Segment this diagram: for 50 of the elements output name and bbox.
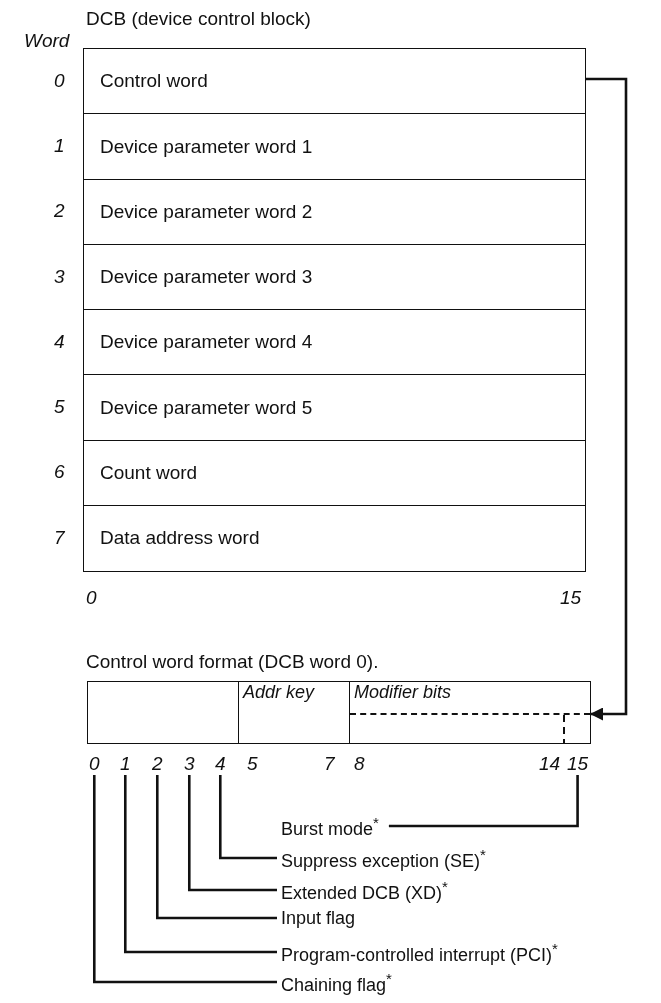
bit-number: 15 xyxy=(560,587,582,609)
flag-label: Burst mode$^{*}$ xyxy=(277,812,389,840)
bit-number: 0 xyxy=(86,587,97,609)
bit-number: 4 xyxy=(215,753,226,775)
word-number: 5 xyxy=(54,396,65,418)
word-heading: Word xyxy=(24,30,70,52)
format-heading: Control word format (DCB word 0). xyxy=(86,651,379,673)
flag-label: Extended DCB (XD)$^{*}$ xyxy=(277,876,458,904)
leader-line xyxy=(124,775,277,954)
flag-label: Chaining flag$^{*}$ xyxy=(277,968,402,996)
bit-number: 15 xyxy=(567,753,589,775)
word-number: 1 xyxy=(54,135,65,157)
field-name: Modifier bits xyxy=(354,682,452,703)
leader-line xyxy=(388,775,579,828)
leader-line xyxy=(188,775,277,892)
word-number: 0 xyxy=(54,70,65,92)
bit-field xyxy=(238,681,351,744)
leader-line xyxy=(93,775,277,984)
bit-number: 1 xyxy=(120,753,131,775)
bit-number: 8 xyxy=(354,753,365,775)
dcb-word-row: Device parameter word 4 xyxy=(83,309,586,376)
bit-number: 7 xyxy=(324,753,335,775)
dcb-word-row: Device parameter word 1 xyxy=(83,113,586,181)
leader-line xyxy=(219,775,277,860)
flag-label: Input flag xyxy=(277,907,366,929)
dcb-word-row: Control word xyxy=(83,48,586,115)
word-number: 6 xyxy=(54,461,65,483)
bit-number: 3 xyxy=(184,753,195,775)
flag-label: Program-controlled interrupt (PCI)$^{*}$ xyxy=(277,938,568,966)
dcb-word-row: Device parameter word 5 xyxy=(83,374,586,442)
dcb-word-row: Data address word xyxy=(83,504,586,572)
leader-line xyxy=(156,775,277,920)
word-number: 4 xyxy=(54,331,65,353)
bit-number: 2 xyxy=(152,753,163,775)
dcb-word-row: Device parameter word 3 xyxy=(83,243,586,311)
arrow xyxy=(586,77,628,721)
dcb-word-row: Device parameter word 2 xyxy=(83,178,586,246)
bit-field xyxy=(87,681,240,744)
flag-label: Suppress exception (SE)$^{*}$ xyxy=(277,844,496,872)
word-number: 3 xyxy=(54,266,65,288)
bit-number: 5 xyxy=(247,753,258,775)
dcb-word-row: Count word xyxy=(83,439,586,507)
bit-number: 14 xyxy=(539,753,561,775)
field-name: Addr key xyxy=(243,682,315,703)
bit-field xyxy=(350,713,590,743)
diagram-title: DCB (device control block) xyxy=(86,8,311,30)
word-number: 2 xyxy=(54,200,65,222)
bit-number: 0 xyxy=(89,753,100,775)
bit-field xyxy=(349,681,591,744)
word-number: 7 xyxy=(54,527,65,549)
